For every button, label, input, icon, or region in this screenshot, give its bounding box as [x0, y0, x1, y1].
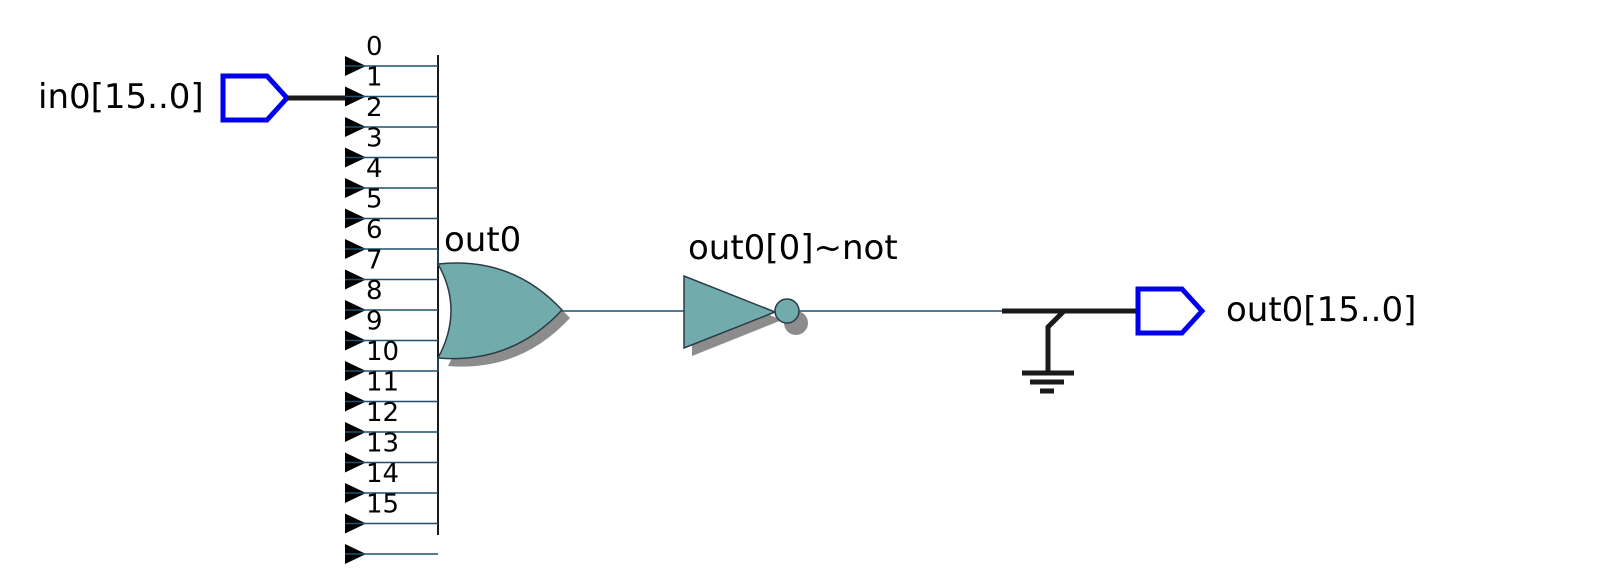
output-port-label: out0[15..0]	[1226, 290, 1416, 330]
bus-bit-row: 15	[345, 490, 438, 534]
bus-bit-label: 2	[366, 93, 383, 123]
bus-bit-label: 11	[366, 368, 399, 398]
input-port-label: in0[15..0]	[38, 77, 204, 117]
bus-bit-label: 13	[366, 429, 399, 459]
bus-bit-row: 4	[345, 154, 438, 198]
bus-bit-row: 10	[345, 337, 438, 381]
bus-bit-row: 5	[345, 185, 438, 229]
or-gate-icon	[436, 262, 564, 360]
not-gate[interactable]: out0[0]~not	[683, 228, 898, 356]
bus-bit-label: 14	[366, 459, 399, 489]
input-port[interactable]: in0[15..0]	[38, 73, 291, 123]
bus-bit-row: 1	[345, 63, 438, 107]
bus-bit-label: 4	[366, 154, 383, 184]
output-port[interactable]: out0[15..0]	[1135, 286, 1416, 336]
bus-bit-row: 2	[345, 93, 438, 137]
not-gate-bubble	[774, 298, 800, 324]
bus-bit-label: 5	[366, 185, 383, 215]
input-port-icon	[220, 73, 291, 123]
bus-bit-row: 11	[345, 368, 438, 412]
bus-bit-row: 0	[345, 32, 438, 76]
bus-bit-row: 7	[345, 246, 438, 290]
bus-bit-label: 9	[366, 307, 383, 337]
bus-bit-label: 12	[366, 398, 399, 428]
bus-bit-row: 12	[345, 398, 438, 442]
bus-bit-label: 8	[366, 276, 383, 306]
ground-junction	[1002, 308, 1138, 394]
bus-bit-row: 9	[345, 307, 438, 351]
bus-bit-label: 7	[366, 246, 383, 276]
bus-bit-label: 3	[366, 124, 383, 154]
bus-bit-label: 1	[366, 63, 383, 93]
bus-bit-row: 6	[345, 215, 438, 259]
bus-bit-row: 13	[345, 429, 438, 473]
ground-icon	[1022, 370, 1074, 394]
bus-bit-row: 3	[345, 124, 438, 168]
bus-bit-row: 14	[345, 459, 438, 503]
bus-bit-row: 8	[345, 276, 438, 320]
bus-bit-label: 15	[366, 490, 399, 520]
bus-bit-label: 6	[366, 215, 383, 245]
not-gate-label: out0[0]~not	[688, 228, 898, 268]
not-gate-icon	[683, 274, 778, 350]
bus-bit-label: 10	[366, 337, 399, 367]
or-gate[interactable]: out0	[436, 220, 570, 367]
output-port-icon	[1135, 286, 1206, 336]
bus-bit-label: 0	[366, 32, 383, 62]
or-gate-label: out0	[444, 220, 521, 260]
